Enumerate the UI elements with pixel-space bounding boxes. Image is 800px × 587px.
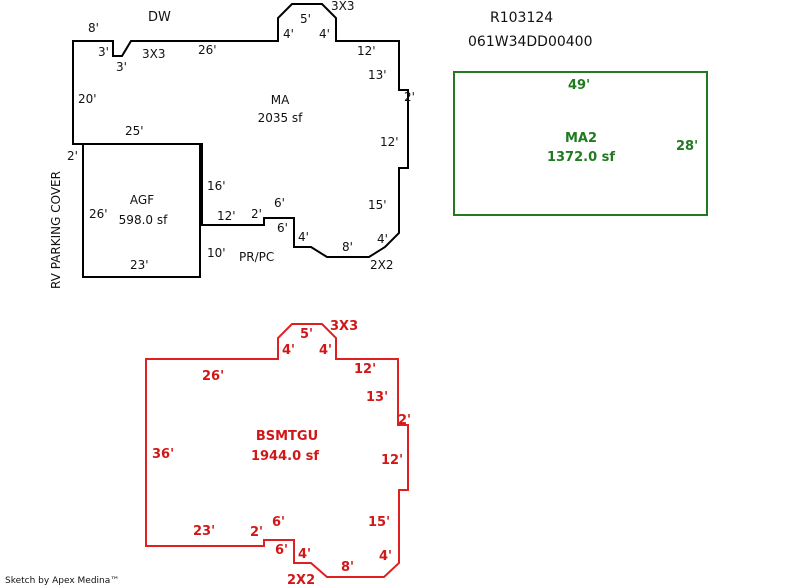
dim-step-6-side: 6' (277, 221, 288, 235)
dim-ma2-right-28: 28' (676, 139, 698, 154)
sketch-credit: Sketch by Apex Medina™ (5, 576, 119, 586)
dim-top-left-8: 8' (88, 21, 99, 35)
dim-bay-4-left: 4' (283, 27, 294, 41)
dim-right-12-mid: 12' (380, 135, 399, 149)
dim-bottom-8: 8' (342, 240, 353, 254)
ma2-name: MA2 (565, 131, 597, 146)
ma2-outline (453, 71, 708, 216)
dim-bsmt-right-2: 2' (398, 413, 411, 428)
dim-notch-3x3: 3X3 (142, 47, 166, 61)
dim-top-26: 26' (198, 43, 217, 57)
garage-size: 598.0 sf (119, 213, 168, 227)
dim-bsmt-bay-5: 5' (300, 327, 313, 342)
direction-label: DW (148, 10, 171, 25)
dim-garage-top-25: 25' (125, 124, 144, 138)
dim-right-12-top: 12' (357, 44, 376, 58)
ma2-size: 1372.0 sf (547, 150, 615, 165)
dim-bsmt-step-2: 2' (250, 525, 263, 540)
dim-bay-5: 5' (300, 12, 311, 26)
dim-bsmt-bottom-4-right: 4' (379, 549, 392, 564)
ma2-drawing: 49' 28' MA2 1372.0 sf (453, 71, 708, 216)
basement-name: BSMTGU (256, 429, 318, 444)
dim-bay-4-right: 4' (319, 27, 330, 41)
dim-bsmt-bottom-2x2: 2X2 (287, 573, 315, 587)
dim-ma2-top-49: 49' (568, 78, 590, 93)
dim-step-6-top: 6' (274, 196, 285, 210)
dim-bsmt-bottom-23: 23' (193, 524, 215, 539)
dim-right-2: 2' (404, 90, 415, 104)
dim-bsmt-bay-4-left: 4' (282, 343, 295, 358)
dim-bsmt-left-36: 36' (152, 447, 174, 462)
main-area-outline (72, 3, 409, 258)
dim-garage-side-16: 16' (207, 179, 226, 193)
parcel-id: R103124 (490, 10, 553, 26)
dim-bsmt-bay-4-right: 4' (319, 343, 332, 358)
dim-bsmt-top-26: 26' (202, 369, 224, 384)
dim-bsmt-right-12-mid: 12' (381, 453, 403, 468)
main-area-drawing (72, 3, 409, 278)
basement-labels: 5' 3X3 4' 4' 26' 12' 13' 2' 12' 36' 15' … (152, 319, 411, 587)
basement-drawing (145, 323, 409, 578)
rv-parking-note: RV PARKING COVER (49, 171, 63, 289)
garage-labels: AGF 598.0 sf 26' 23' 10' (89, 193, 226, 272)
dim-bsmt-step-6-side: 6' (275, 543, 288, 558)
dim-bottom-4-left: 4' (298, 230, 309, 244)
dim-bottom-4-right: 4' (377, 232, 388, 246)
main-area-labels: DW 8' 3' 3' 3X3 26' 4' 5' 3X3 4' 12' 13'… (67, 0, 415, 272)
dim-bottom-2x2: 2X2 (370, 258, 394, 272)
dim-right-13: 13' (368, 68, 387, 82)
dim-bsmt-step-6-top: 6' (272, 515, 285, 530)
dim-step-2: 2' (251, 207, 262, 221)
dim-garage-right-10: 10' (207, 246, 226, 260)
porch-label: PR/PC (239, 250, 274, 264)
dim-notch-3b: 3' (116, 60, 127, 74)
dim-bsmt-bottom-4-left: 4' (298, 547, 311, 562)
basement-size: 1944.0 sf (251, 449, 319, 464)
dim-left-2: 2' (67, 149, 78, 163)
map-number: 061W34DD00400 (468, 34, 592, 50)
dim-bsmt-bay-3x3: 3X3 (330, 319, 358, 334)
dim-bsmt-right-12-top: 12' (354, 362, 376, 377)
dim-garage-left-26: 26' (89, 207, 108, 221)
dim-bsmt-bottom-8: 8' (341, 560, 354, 575)
dim-right-15: 15' (368, 198, 387, 212)
basement-outline (145, 323, 409, 578)
dim-bsmt-right-15: 15' (368, 515, 390, 530)
main-area-size: 2035 sf (258, 111, 304, 125)
dim-bottom-12: 12' (217, 209, 236, 223)
dim-left-20: 20' (78, 92, 97, 106)
garage-outline (82, 143, 201, 278)
dim-bsmt-right-13: 13' (366, 390, 388, 405)
dim-garage-bottom-23: 23' (130, 258, 149, 272)
dim-notch-3a: 3' (98, 45, 109, 59)
main-area-name: MA (271, 93, 290, 107)
garage-name: AGF (130, 193, 154, 207)
dim-bay-3x3: 3X3 (331, 0, 355, 13)
